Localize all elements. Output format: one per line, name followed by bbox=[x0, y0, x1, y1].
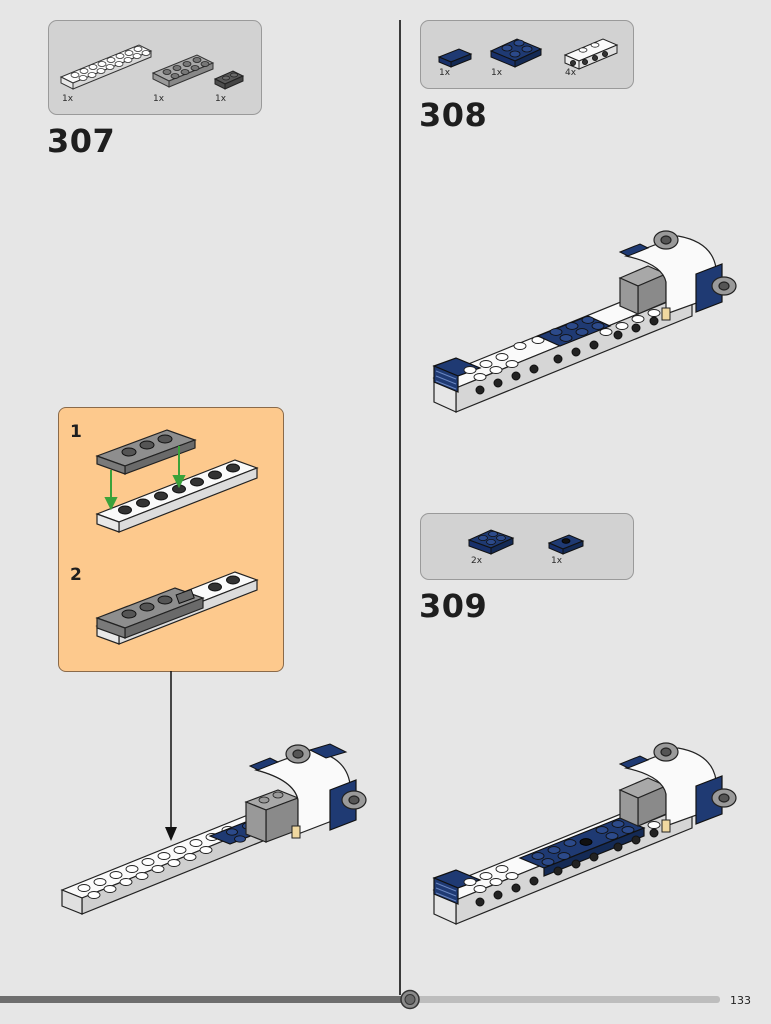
column-divider bbox=[399, 20, 401, 995]
page-number: 133 bbox=[730, 994, 751, 1007]
part-qty: 1x bbox=[551, 556, 563, 566]
part-image-white-plate-2x8 bbox=[59, 44, 153, 90]
part-image-gray-plate-2x4 bbox=[151, 54, 215, 88]
progress-fill bbox=[0, 996, 410, 1003]
part-image-blue-plate-2x2 bbox=[467, 529, 515, 555]
step-number: 309 bbox=[419, 587, 488, 625]
substep-number: 1 bbox=[70, 422, 82, 442]
part-qty: 1x bbox=[439, 68, 451, 78]
step-308-model-illustration bbox=[432, 230, 737, 413]
substep-2-illustration bbox=[95, 571, 259, 645]
parts-box-step-308: 1x 1x 4x bbox=[420, 20, 634, 89]
step-number: 308 bbox=[419, 96, 488, 134]
progress-bar bbox=[0, 989, 720, 1010]
parts-box-step-307: 1x 1x 1x bbox=[48, 20, 262, 115]
step-number: 307 bbox=[47, 122, 116, 160]
parts-box-step-309: 2x 1x bbox=[420, 513, 634, 580]
part-image-white-bracket-plate bbox=[563, 38, 619, 70]
substep-number: 2 bbox=[70, 565, 82, 585]
part-qty: 4x bbox=[565, 68, 577, 78]
part-image-blue-plate-2x2 bbox=[489, 38, 543, 68]
part-qty: 1x bbox=[215, 94, 227, 104]
substep-1-illustration bbox=[95, 429, 259, 533]
part-qty: 1x bbox=[491, 68, 503, 78]
part-image-dark-gray-plate-1x2 bbox=[213, 70, 245, 90]
part-image-blue-tile-1x2 bbox=[437, 48, 473, 68]
callout-pointer-arrow bbox=[165, 671, 177, 841]
step-309-model-illustration bbox=[432, 742, 737, 925]
part-image-blue-jumper-plate-1x2 bbox=[547, 534, 585, 555]
step-307-model-illustration bbox=[60, 743, 367, 915]
part-qty: 1x bbox=[62, 94, 74, 104]
sub-assembly-callout: 1 2 bbox=[58, 407, 284, 672]
part-qty: 2x bbox=[471, 556, 483, 566]
part-qty: 1x bbox=[153, 94, 165, 104]
progress-track bbox=[410, 996, 720, 1003]
